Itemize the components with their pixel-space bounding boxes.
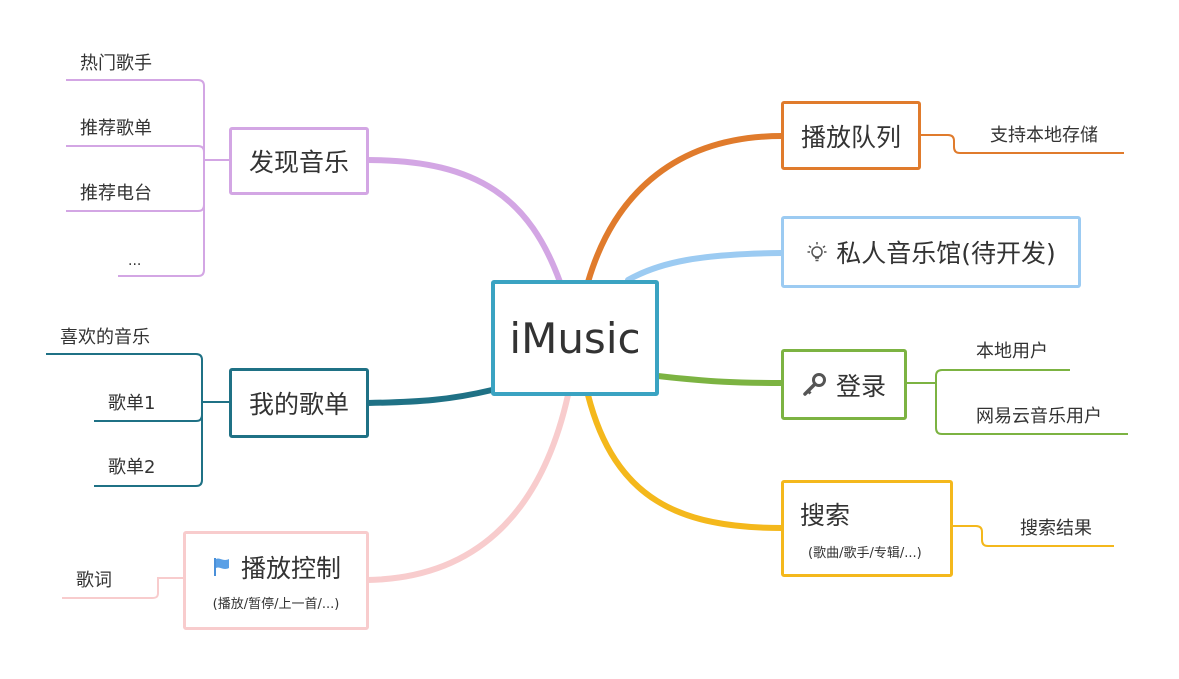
branch-search[interactable]: 搜索 (歌曲/歌手/专辑/...) (781, 480, 953, 577)
leaf-playlist-3[interactable]: 歌单2 (108, 457, 156, 478)
branch-login[interactable]: 登录 (781, 349, 907, 420)
branch-discover[interactable]: 发现音乐 (229, 127, 369, 195)
branch-playlist[interactable]: 我的歌单 (229, 368, 369, 438)
link-queue (585, 133, 785, 285)
leaf-queue-1[interactable]: 支持本地存储 (990, 125, 1098, 146)
leaf-discover-4[interactable]: ... (128, 253, 142, 269)
link-discover (365, 157, 563, 285)
leaf-search-1[interactable]: 搜索结果 (1020, 518, 1092, 539)
link-search (585, 392, 785, 531)
leaf-control-1[interactable]: 歌词 (76, 570, 112, 591)
leaf-discover-3[interactable]: 推荐电台 (80, 183, 152, 204)
link-playlist (365, 387, 495, 406)
leaf-login-2[interactable]: 网易云音乐用户 (976, 406, 1102, 427)
key-icon (802, 372, 828, 398)
flag-icon (211, 556, 233, 578)
branch-control-sublabel: (播放/暂停/上一首/...) (212, 597, 340, 612)
center-node[interactable]: iMusic (491, 280, 659, 396)
branch-login-label: 登录 (835, 371, 886, 401)
branch-search-label: 搜索 (800, 501, 851, 530)
leaf-playlist-1[interactable]: 喜欢的音乐 (60, 327, 150, 348)
branch-search-sublabel: (歌曲/歌手/专辑/...) (808, 546, 922, 561)
branch-queue[interactable]: 播放队列 (781, 101, 921, 170)
center-node-label: iMusic (509, 313, 641, 363)
leaf-login-1[interactable]: 本地用户 (976, 341, 1048, 362)
branch-private[interactable]: 私人音乐馆(待开发) (781, 216, 1081, 288)
branch-playlist-label: 我的歌单 (248, 390, 349, 419)
link-private (625, 250, 785, 283)
leaf-playlist-2[interactable]: 歌单1 (108, 393, 156, 414)
lightbulb-icon (806, 240, 828, 264)
link-login (655, 373, 785, 386)
link-control (365, 392, 571, 583)
branch-control-label: 播放控制 (240, 554, 341, 583)
leaf-discover-1[interactable]: 热门歌手 (80, 53, 152, 74)
branch-queue-label: 播放队列 (800, 122, 901, 152)
branch-discover-label: 发现音乐 (248, 148, 349, 177)
leaf-discover-2[interactable]: 推荐歌单 (80, 118, 152, 139)
branch-control[interactable]: 播放控制 (播放/暂停/上一首/...) (183, 531, 369, 630)
branch-private-label: 私人音乐馆(待开发) (836, 239, 1056, 268)
